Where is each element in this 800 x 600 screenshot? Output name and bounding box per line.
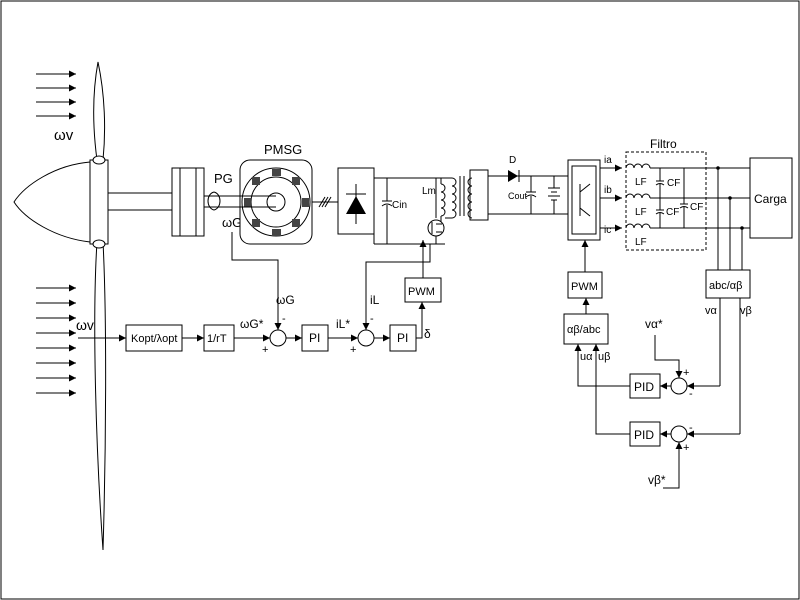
- carga-block: [749, 157, 793, 239]
- lf-a-label: LF: [635, 177, 647, 188]
- filtro-label: Filtro: [650, 137, 677, 151]
- delta-label: δ: [424, 327, 431, 341]
- u-alpha-label: uα: [580, 351, 593, 363]
- diode-d: [508, 170, 520, 182]
- inverter: [567, 159, 601, 241]
- dc-battery: [548, 176, 560, 214]
- v-beta-ref-label: vβ*: [648, 473, 666, 487]
- l-m-label: Lm: [422, 186, 436, 197]
- sum-junction-current: [357, 329, 375, 347]
- turbine-blade-top: [93, 61, 106, 161]
- filter-capacitors: [655, 168, 689, 228]
- carga-label: Carga: [754, 192, 787, 206]
- pwm-dc-label: PWM: [408, 286, 435, 298]
- lf-c-label: LF: [635, 237, 647, 248]
- turbine-nose: [13, 161, 91, 243]
- c-in-capacitor: [381, 178, 393, 244]
- pwm-dc-block: [404, 277, 442, 303]
- kopt-block: [125, 324, 183, 352]
- i-l-feedback-label: iL: [370, 293, 380, 307]
- pid-1-block: [629, 373, 661, 399]
- blade-root-bottom: [92, 239, 106, 249]
- pmsg-label: PMSG: [264, 142, 302, 157]
- minus-2-label: -: [370, 313, 374, 325]
- cf-2-label: CF: [666, 207, 679, 218]
- filter-inductors: [625, 163, 651, 229]
- pmsg-machine: [239, 159, 313, 245]
- plus-1-label: +: [262, 344, 268, 356]
- torque-arrow-icon: [207, 191, 221, 211]
- minus-1-label: -: [282, 313, 286, 325]
- filter-box: [625, 151, 707, 251]
- mosfet-switch: [427, 178, 445, 244]
- plus-2-label: +: [350, 344, 356, 356]
- minus-4-label: -: [689, 422, 693, 434]
- l-m-inductor: [440, 178, 446, 222]
- alphabeta-to-abc-label: αβ/abc: [567, 324, 601, 336]
- transformer: [445, 169, 489, 221]
- wind-arrows-top: [36, 70, 76, 120]
- u-beta-label: uβ: [598, 351, 610, 363]
- pi-1-label: PI: [309, 331, 320, 345]
- omega-g-feedback-label: ωG: [276, 293, 295, 307]
- omega-v-bottom-label: ωv: [76, 317, 94, 333]
- cf-1-label: CF: [667, 178, 680, 189]
- abc-to-alphabeta-block: [705, 269, 751, 299]
- omega-v-top-label: ωv: [54, 127, 74, 144]
- ia-label: ia: [604, 155, 612, 166]
- inv-rt-label: 1/rT: [207, 333, 227, 345]
- c-in-label: Cin: [392, 200, 407, 211]
- gearbox: [171, 167, 205, 237]
- p-g-label: PG: [214, 171, 233, 186]
- c-out-capacitor: [525, 176, 537, 214]
- pid-2-block: [629, 421, 661, 447]
- cf-3-label: CF: [690, 202, 703, 213]
- pid-2-label: PID: [634, 428, 654, 442]
- rectifier: [337, 167, 375, 235]
- v-beta-label: vβ: [740, 305, 752, 317]
- plus-4-label: +: [683, 442, 689, 454]
- i-l-ref-label: iL*: [336, 317, 350, 331]
- v-alpha-ref-label: vα*: [645, 317, 663, 331]
- sum-junction-speed: [269, 329, 287, 347]
- v-alpha-label: vα: [705, 305, 718, 317]
- ic-label: ic: [604, 225, 611, 236]
- turbine-blade-bottom: [94, 241, 107, 551]
- wind-arrows-bottom: [36, 284, 76, 397]
- d-label: D: [509, 155, 516, 166]
- turbine-hub: [89, 159, 109, 245]
- sum-junction-beta: [670, 425, 688, 443]
- pwm-inverter-label: PWM: [571, 281, 598, 293]
- lf-b-label: LF: [635, 207, 647, 218]
- sum-junction-alpha: [670, 377, 688, 395]
- abc-to-alphabeta-label: abc/αβ: [709, 280, 742, 292]
- omega-g-shaft-label: ωG: [222, 215, 242, 230]
- pi-2-label: PI: [397, 331, 408, 345]
- three-phase-mark: [318, 196, 332, 208]
- kopt-label: Kopt/λopt: [131, 333, 177, 345]
- c-out-label: Cout: [508, 191, 528, 201]
- blade-root-top: [92, 155, 106, 165]
- plus-3-label: +: [683, 367, 689, 379]
- omega-g-ref-label: ωG*: [240, 317, 264, 331]
- pi-1-block: [301, 324, 329, 352]
- pid-1-label: PID: [634, 380, 654, 394]
- ib-label: ib: [604, 185, 612, 196]
- minus-3-label: -: [689, 388, 693, 400]
- main-shaft: [108, 192, 172, 211]
